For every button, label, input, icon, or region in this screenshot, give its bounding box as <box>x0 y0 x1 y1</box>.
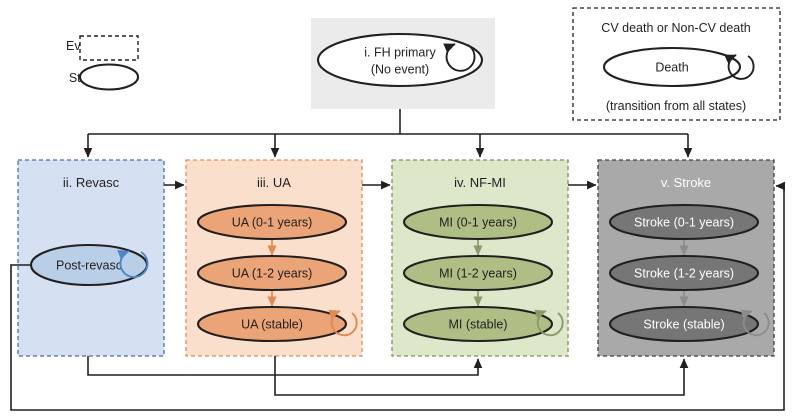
edge-ua-to-stroke-feedback <box>274 356 689 396</box>
edge-outer-loop-to-stroke <box>10 181 785 411</box>
death-node-label: Death <box>655 60 688 74</box>
legend-event-swatch <box>79 35 139 61</box>
panel-stroke-title: v. Stroke <box>661 175 711 190</box>
node-mi-1-2-label: MI (1-2 years) <box>439 266 517 280</box>
root-node-self-loop-icon <box>443 43 476 72</box>
death-node-ellipse[interactable] <box>602 46 742 88</box>
node-mi-stable-self-loop-icon <box>534 309 564 337</box>
node-ua-stable-label: UA (stable) <box>241 317 303 331</box>
node-mi-0-1[interactable] <box>402 203 554 241</box>
node-stroke-0-1[interactable] <box>608 203 760 241</box>
node-ua-stable[interactable] <box>196 305 348 343</box>
panel-revasc-title: ii. Revasc <box>63 175 120 190</box>
node-ua-1-2[interactable] <box>196 254 348 292</box>
node-ua-0-1-label: UA (0-1 years) <box>232 215 313 229</box>
edge-revasc-to-nfmi-feedback <box>87 356 483 376</box>
legend-state-swatch <box>78 63 140 91</box>
root-node-label-line1: i. FH primary <box>364 45 436 59</box>
node-mi-stable-label: MI (stable) <box>448 317 507 331</box>
feedback-routing <box>10 181 785 411</box>
node-mi-stable[interactable] <box>402 305 554 343</box>
death-box-footer: (transition from all states) <box>606 99 746 113</box>
panel-ua-title: iii. UA <box>257 175 291 190</box>
node-stroke-stable-self-loop-icon <box>740 309 770 337</box>
node-stroke-stable[interactable] <box>608 305 760 343</box>
node-stroke-1-2[interactable] <box>608 254 760 292</box>
death-box-group: CV death or Non-CV death Death (transiti… <box>572 7 781 121</box>
panel-revasc[interactable]: ii. Revasc Post-revasc <box>17 159 165 357</box>
node-stroke-stable-label: Stroke (stable) <box>643 317 724 331</box>
node-mi-1-2[interactable] <box>402 254 554 292</box>
node-ua-0-1[interactable] <box>196 203 348 241</box>
death-self-loop-icon <box>724 54 755 80</box>
root-distribution-bus <box>83 109 693 158</box>
node-stroke-0-1-label: Stroke (0-1 years) <box>634 215 734 229</box>
node-post-revasc-label: Post-revasc <box>56 258 122 272</box>
death-box-header: CV death or Non-CV death <box>601 21 750 35</box>
panel-nfmi-title: iv. NF-MI <box>454 175 506 190</box>
root-node-group: i. FH primary (No event) <box>311 18 495 109</box>
root-node-ellipse[interactable] <box>316 32 484 88</box>
node-ua-stable-self-loop-icon <box>328 309 358 337</box>
node-ua-1-2-label: UA (1-2 years) <box>232 266 313 280</box>
panel-nfmi[interactable]: iv. NF-MI MI (0-1 years) MI (1-2 years) … <box>391 159 569 357</box>
node-stroke-1-2-label: Stroke (1-2 years) <box>634 266 734 280</box>
root-node-label-line2: (No event) <box>371 62 429 76</box>
panel-ua[interactable]: iii. UA UA (0-1 years) UA (1-2 years) UA… <box>185 159 363 357</box>
node-post-revasc-self-loop-icon <box>117 250 149 278</box>
legend: Event State <box>66 35 140 91</box>
panel-stroke[interactable]: v. Stroke Stroke (0-1 years) Stroke (1-2… <box>597 159 775 357</box>
node-mi-0-1-label: MI (0-1 years) <box>439 215 517 229</box>
